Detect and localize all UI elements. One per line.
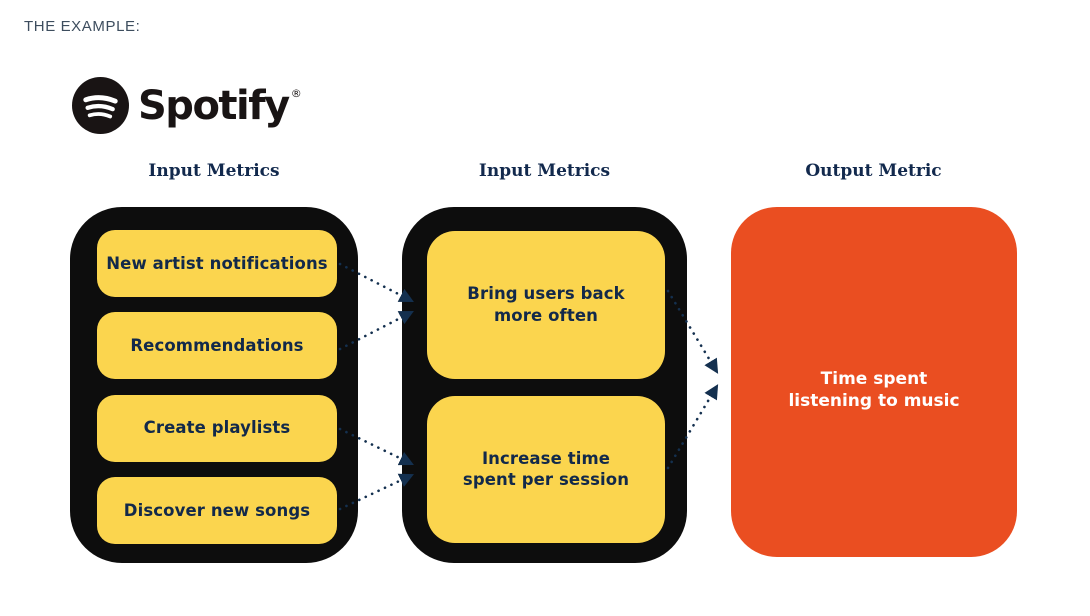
eyebrow-text: THE EXAMPLE: bbox=[24, 18, 141, 35]
input-metrics-frame-1: New artist notifications Recommendations… bbox=[70, 207, 358, 563]
metric-card: Bring users back more often bbox=[427, 231, 665, 379]
metric-card: Discover new songs bbox=[97, 476, 337, 544]
metric-card: Create playlists bbox=[97, 394, 337, 462]
metric-card: New artist notifications bbox=[97, 230, 337, 297]
column-header-output-metric: Output Metric bbox=[805, 161, 942, 181]
metric-card: Increase time spent per session bbox=[427, 395, 665, 543]
output-metric-block: Time spent listening to music bbox=[731, 207, 1017, 557]
metric-card-label: Bring users back more often bbox=[467, 284, 625, 325]
spotify-logo: Spotify® bbox=[72, 77, 302, 139]
metric-card: Recommendations bbox=[97, 312, 337, 380]
metric-card-label: Discover new songs bbox=[123, 500, 311, 520]
metric-card-label: Recommendations bbox=[130, 336, 304, 356]
spotify-wordmark: Spotify® bbox=[138, 83, 302, 129]
spotify-icon bbox=[72, 77, 129, 139]
column-header-input-metrics-1: Input Metrics bbox=[148, 161, 280, 181]
registered-mark: ® bbox=[290, 87, 302, 100]
metric-card-label: Increase time spent per session bbox=[462, 448, 630, 490]
metric-card-label: New artist notifications bbox=[106, 253, 328, 273]
metric-card-label: Create playlists bbox=[143, 418, 291, 438]
column-header-input-metrics-2: Input Metrics bbox=[478, 161, 611, 181]
output-metric-label: Time spent listening to music bbox=[788, 368, 960, 411]
input-metrics-frame-2: Bring users back more often Increase tim… bbox=[402, 207, 687, 563]
